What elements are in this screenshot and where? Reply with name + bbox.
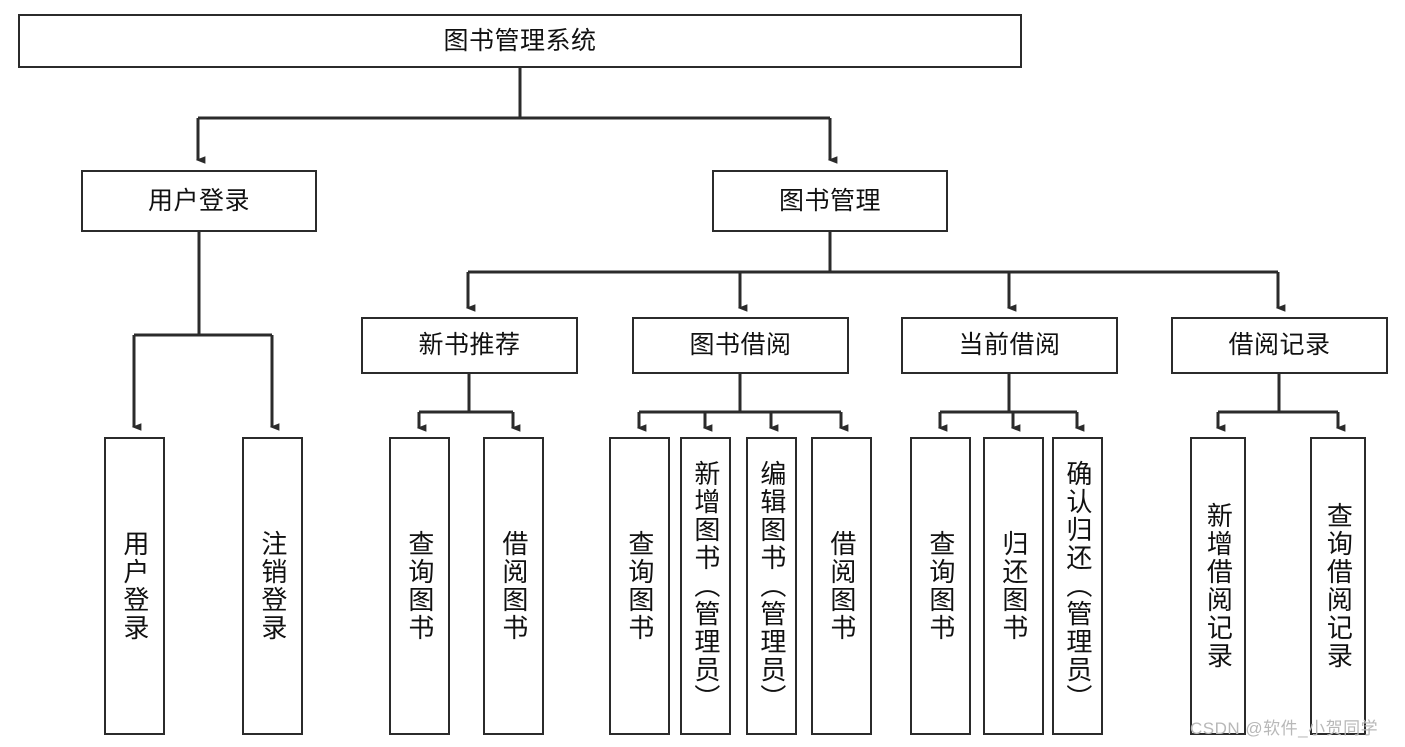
node-leaf-borrow-book-1[interactable]: 借阅图书	[483, 437, 544, 735]
node-leaf-edit-book-label: 编辑图书（管理员）	[756, 460, 787, 712]
node-leaf-confirm-return-label: 确认归还（管理员）	[1062, 460, 1093, 712]
node-leaf-query-book-3-label: 查询图书	[925, 530, 956, 642]
node-book-borrow-label: 图书借阅	[689, 331, 792, 360]
node-leaf-add-record[interactable]: 新增借阅记录	[1190, 437, 1246, 735]
node-leaf-confirm-return[interactable]: 确认归还（管理员）	[1052, 437, 1103, 735]
node-leaf-logout-label: 注销登录	[257, 530, 288, 642]
node-borrow-record-label: 借阅记录	[1228, 331, 1331, 360]
node-leaf-query-book-1[interactable]: 查询图书	[389, 437, 450, 735]
node-leaf-query-book-2[interactable]: 查询图书	[609, 437, 670, 735]
node-new-book-rec[interactable]: 新书推荐	[361, 317, 578, 374]
node-borrow-record[interactable]: 借阅记录	[1171, 317, 1388, 374]
node-leaf-logout[interactable]: 注销登录	[242, 437, 303, 735]
node-leaf-return-book[interactable]: 归还图书	[983, 437, 1044, 735]
node-book-manage[interactable]: 图书管理	[712, 170, 948, 232]
node-leaf-user-login-label: 用户登录	[119, 530, 150, 642]
node-leaf-borrow-book-2[interactable]: 借阅图书	[811, 437, 872, 735]
node-leaf-query-book-1-label: 查询图书	[404, 530, 435, 642]
node-root-label: 图书管理系统	[443, 26, 597, 55]
node-leaf-query-record-label: 查询借阅记录	[1323, 502, 1354, 670]
node-user-login[interactable]: 用户登录	[81, 170, 317, 232]
node-new-book-rec-label: 新书推荐	[418, 331, 521, 360]
node-user-login-label: 用户登录	[147, 186, 250, 215]
node-leaf-user-login[interactable]: 用户登录	[104, 437, 165, 735]
node-leaf-borrow-book-2-label: 借阅图书	[826, 530, 857, 642]
node-leaf-add-book[interactable]: 新增图书（管理员）	[680, 437, 731, 735]
node-leaf-query-book-2-label: 查询图书	[624, 530, 655, 642]
node-book-manage-label: 图书管理	[778, 186, 881, 215]
node-leaf-add-record-label: 新增借阅记录	[1203, 502, 1234, 670]
node-leaf-borrow-book-1-label: 借阅图书	[498, 530, 529, 642]
node-leaf-add-book-label: 新增图书（管理员）	[690, 460, 721, 712]
node-leaf-query-record[interactable]: 查询借阅记录	[1310, 437, 1366, 735]
node-leaf-query-book-3[interactable]: 查询图书	[910, 437, 971, 735]
node-leaf-return-book-label: 归还图书	[998, 530, 1029, 642]
node-current-borrow[interactable]: 当前借阅	[901, 317, 1118, 374]
node-leaf-edit-book[interactable]: 编辑图书（管理员）	[746, 437, 797, 735]
node-current-borrow-label: 当前借阅	[958, 331, 1061, 360]
node-book-borrow[interactable]: 图书借阅	[632, 317, 849, 374]
node-root[interactable]: 图书管理系统	[18, 14, 1022, 68]
